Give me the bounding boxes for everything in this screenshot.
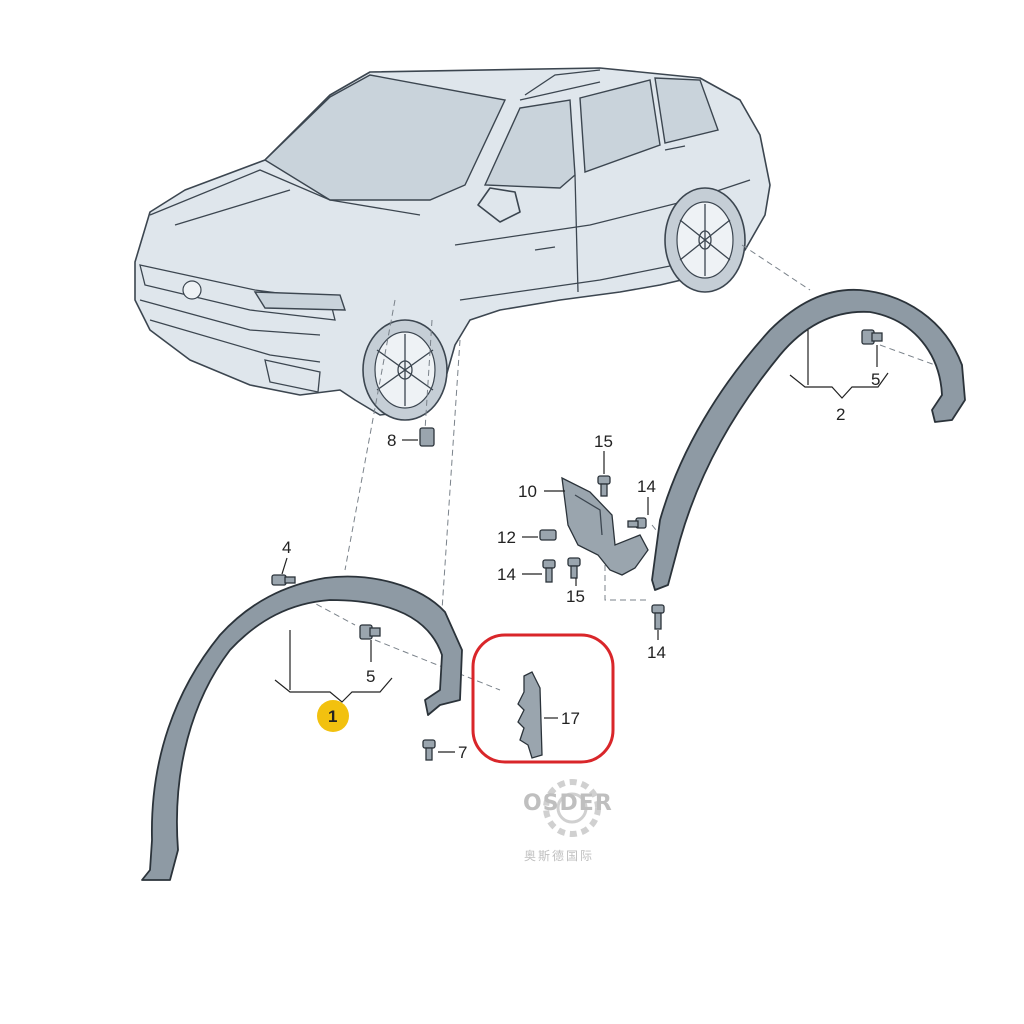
watermark: OSDER 奥斯德国际 — [523, 779, 613, 863]
callout-2-label: 2 — [836, 405, 845, 424]
clip-5-rear-icon — [861, 329, 883, 345]
gear-icon — [543, 779, 601, 837]
rear-quarter-window — [654, 77, 719, 144]
screw-4-icon — [271, 574, 296, 586]
callout-14-bottom-label: 14 — [647, 643, 666, 662]
callout-5-rear-label: 5 — [871, 370, 880, 389]
brand-logo — [182, 280, 202, 300]
headlight — [253, 291, 346, 311]
callout-15-bottom-label: 15 — [566, 587, 585, 606]
screw-15-top-icon — [597, 475, 611, 497]
clip-8-icon — [419, 427, 435, 447]
clip-12-icon — [539, 529, 557, 541]
watermark-brand: OSDER — [523, 791, 613, 816]
callout-1-highlight-badge — [317, 700, 349, 732]
callout-7-label: 7 — [458, 743, 467, 762]
front-door-window — [483, 99, 576, 189]
screw-7-icon — [422, 739, 436, 761]
callout-15-top-label: 15 — [594, 432, 613, 451]
screw-14-right-icon — [627, 517, 647, 529]
callout-12-label: 12 — [497, 528, 516, 547]
bracket-10-icon — [561, 476, 649, 576]
car-illustration — [134, 67, 771, 421]
front-wheel — [362, 319, 448, 421]
callout-14-left-label: 14 — [497, 565, 516, 584]
screw-14-left-icon — [542, 559, 556, 583]
callout-17-label: 17 — [561, 709, 580, 728]
callout-10-label: 10 — [518, 482, 537, 501]
screw-15-bottom-icon — [567, 557, 581, 579]
callout-labels: 1 2 4 5 5 7 8 10 12 14 14 14 15 15 17 — [282, 370, 880, 762]
front-grille — [139, 264, 336, 321]
clip-5-front-icon — [359, 624, 381, 640]
screw-14-bottom-icon — [651, 604, 665, 630]
callout-14-right-label: 14 — [637, 477, 656, 496]
side-mirror — [477, 187, 521, 223]
callout-5-front-label: 5 — [366, 667, 375, 686]
callout-leaders — [274, 330, 889, 753]
rear-wheel — [664, 187, 746, 293]
watermark-subtitle: 奥斯德国际 — [524, 848, 594, 863]
hardware-parts — [271, 329, 883, 761]
callout-1-label: 1 — [328, 707, 337, 726]
callout-8-label: 8 — [387, 431, 396, 450]
highlight-box-part-17 — [471, 633, 615, 764]
rear-door-window — [579, 79, 661, 173]
front-wheel-arch-trim — [141, 575, 463, 881]
trim-strip-17-icon — [517, 671, 543, 759]
windshield — [263, 74, 507, 201]
rear-wheel-arch-trim — [651, 288, 966, 591]
callout-4-label: 4 — [282, 538, 291, 557]
